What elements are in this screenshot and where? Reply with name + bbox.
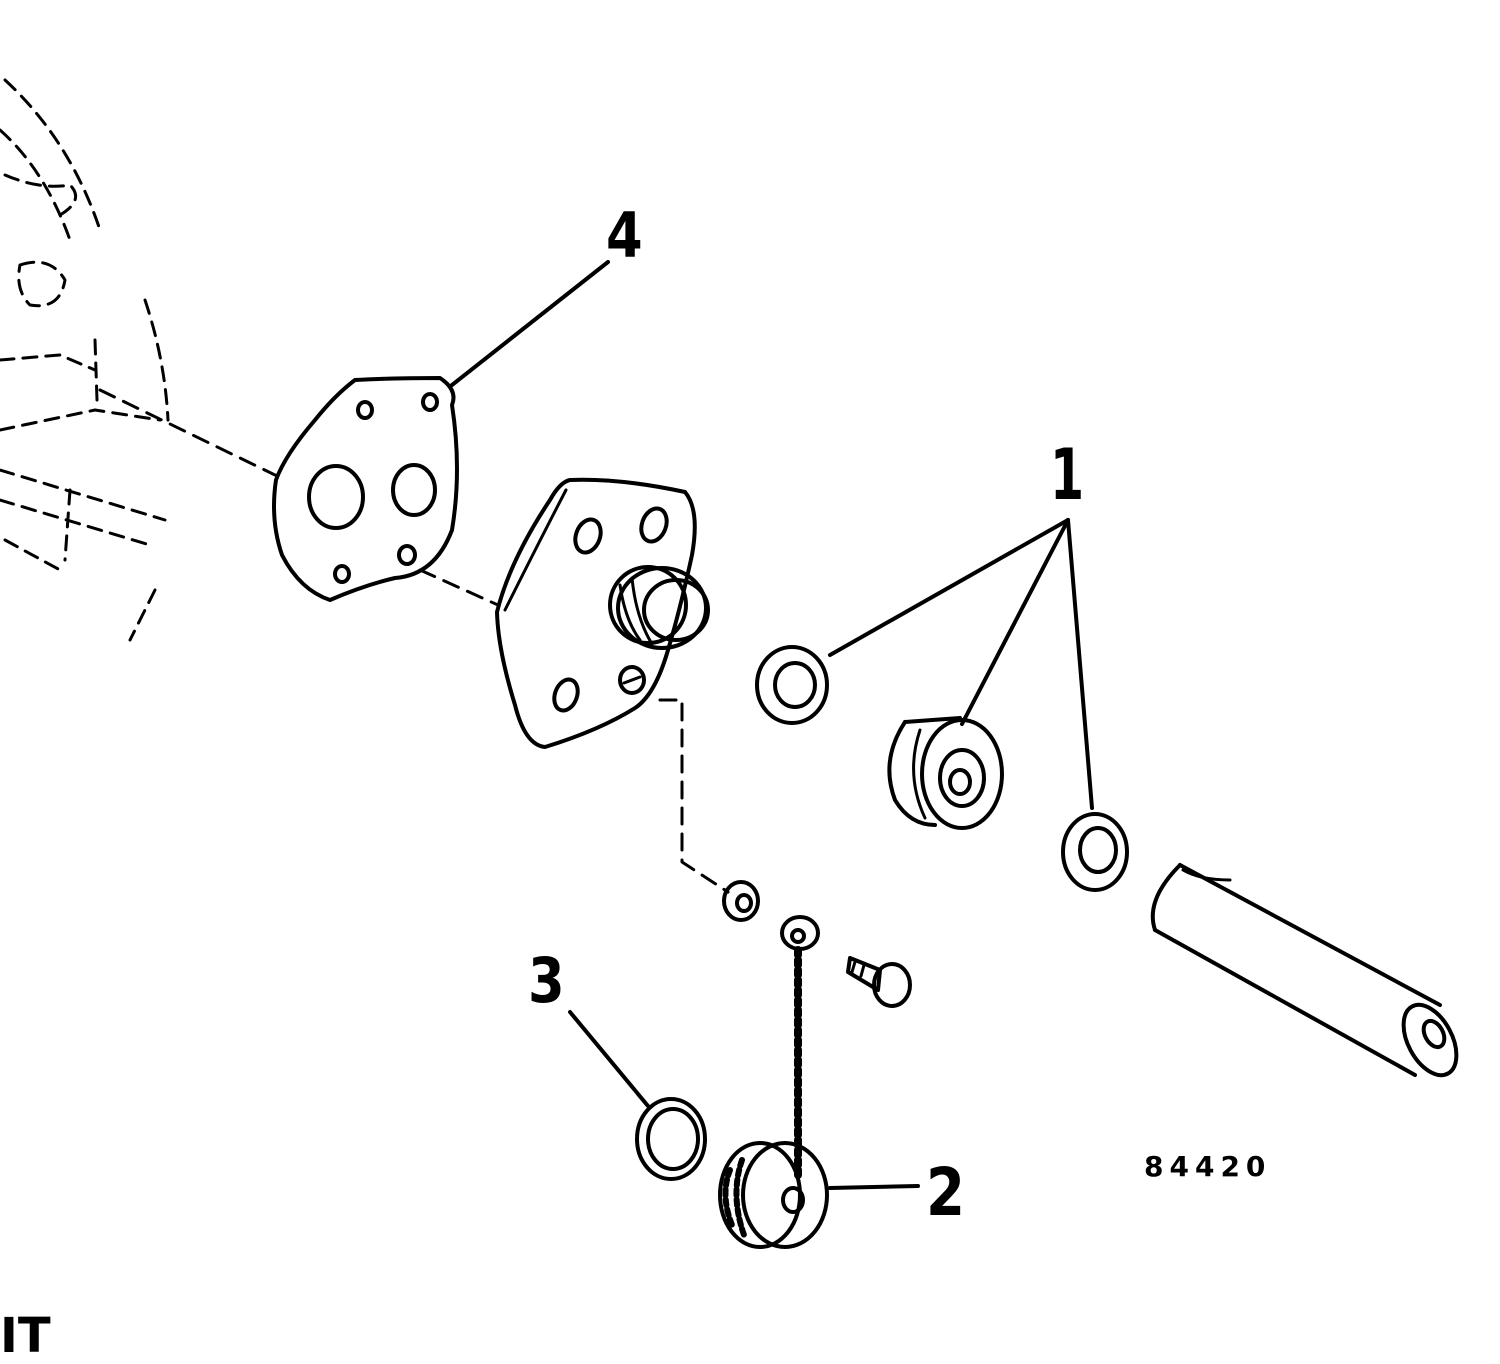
housing-sketch <box>0 78 170 642</box>
part-1-washer-front <box>755 645 829 725</box>
callout-4: 4 <box>606 199 643 272</box>
screw <box>846 956 912 1008</box>
callout-3: 3 <box>528 944 565 1017</box>
small-washer <box>722 880 760 922</box>
cropped-text-fragment: IT <box>0 1308 51 1364</box>
leader-lines-1 <box>828 518 1094 810</box>
flange-fitting <box>495 477 710 749</box>
figure-number: 84420 <box>1144 1150 1272 1183</box>
part-1-washer-rear <box>1061 812 1129 892</box>
leader-line-2 <box>828 1184 920 1190</box>
cap-part-2 <box>718 1141 829 1249</box>
callout-1: 1 <box>1050 434 1085 516</box>
callout-2: 2 <box>926 1154 966 1231</box>
gasket-part-4 <box>272 376 459 602</box>
tube-sleeve <box>1150 863 1459 1078</box>
leader-line-3 <box>568 1010 650 1108</box>
leader-line-4 <box>450 260 610 387</box>
assembly-lines <box>98 388 730 894</box>
retaining-chain <box>780 915 820 1184</box>
part-1-bushing <box>887 716 1004 830</box>
seal-part-3 <box>635 1097 707 1181</box>
